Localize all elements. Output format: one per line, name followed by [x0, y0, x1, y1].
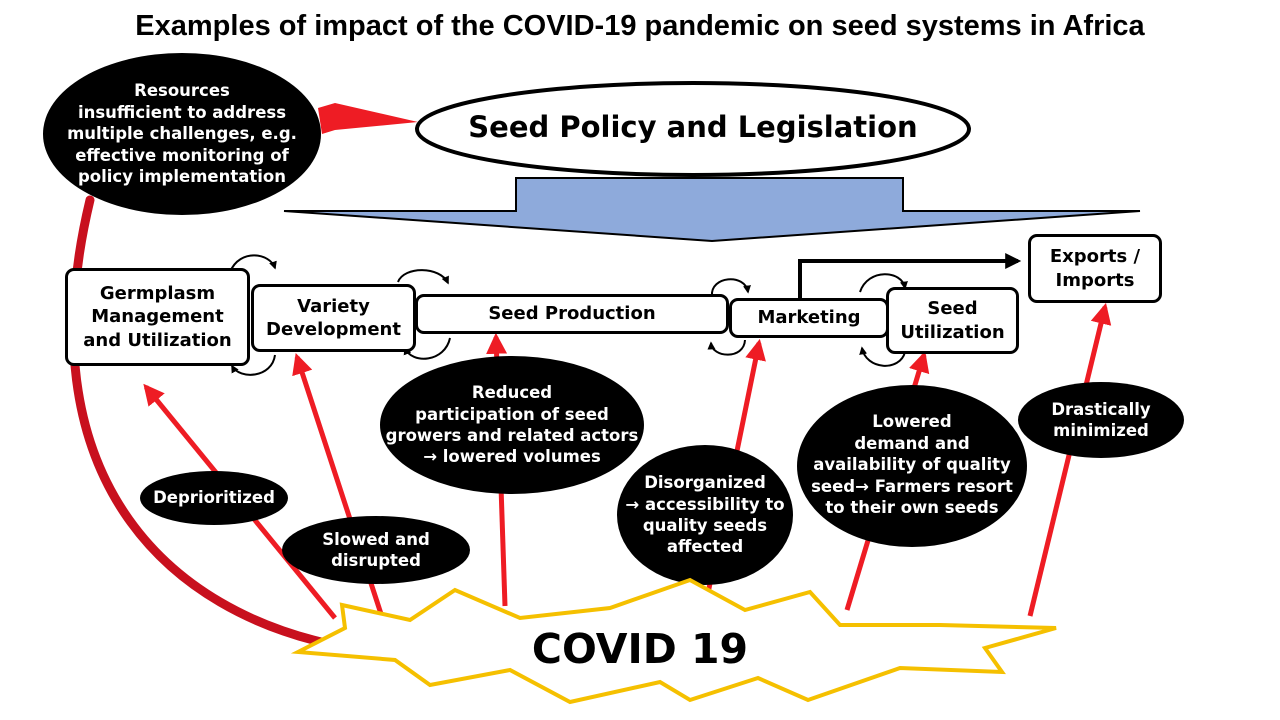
- policy-oval: Seed Policy and Legislation: [420, 98, 966, 158]
- covid-burst-shape: [290, 577, 1057, 705]
- loop-arrow: [707, 339, 746, 356]
- loop-arrow: [859, 346, 906, 367]
- impact-deprioritized: Deprioritized: [153, 488, 275, 508]
- loop-arrow: [231, 354, 276, 376]
- resources-to-policy-arrow: [318, 103, 418, 134]
- reduced-oval-shape: [380, 356, 644, 494]
- covid-burst: COVID 19: [480, 622, 800, 678]
- disorganized-oval-shape: [617, 445, 793, 585]
- loop-arrow: [403, 337, 451, 360]
- stage-marketing: Marketing: [729, 298, 889, 338]
- policy-oval-shape: [415, 81, 971, 177]
- slowed-oval-shape: [282, 516, 470, 584]
- deprioritized-oval-shape: [140, 471, 288, 525]
- stage-production: Seed Production: [415, 294, 729, 334]
- page-title: Examples of impact of the COVID-19 pande…: [135, 10, 1145, 42]
- marketing-to-exports-arrow: [798, 253, 1022, 300]
- policy-funnel-arrow: [283, 177, 1141, 243]
- loop-arrow: [859, 273, 908, 293]
- minimized-oval-shape: [1018, 382, 1184, 458]
- covid-to-exports-arrow: [1027, 302, 1112, 617]
- loop-arrow: [229, 254, 277, 273]
- loop-arrow: [710, 278, 751, 297]
- resources-text: Resources insufficient to address multip…: [67, 81, 297, 187]
- stage-exports: Exports /Imports: [1028, 234, 1162, 303]
- loop-arrow: [397, 269, 449, 285]
- resources-oval-shape: [43, 53, 321, 215]
- covid-label: COVID 19: [531, 625, 749, 674]
- policy-label: Seed Policy and Legislation: [468, 110, 918, 145]
- lowered-oval-shape: [797, 385, 1027, 547]
- resources-oval: Resources insufficient to address multip…: [58, 60, 306, 208]
